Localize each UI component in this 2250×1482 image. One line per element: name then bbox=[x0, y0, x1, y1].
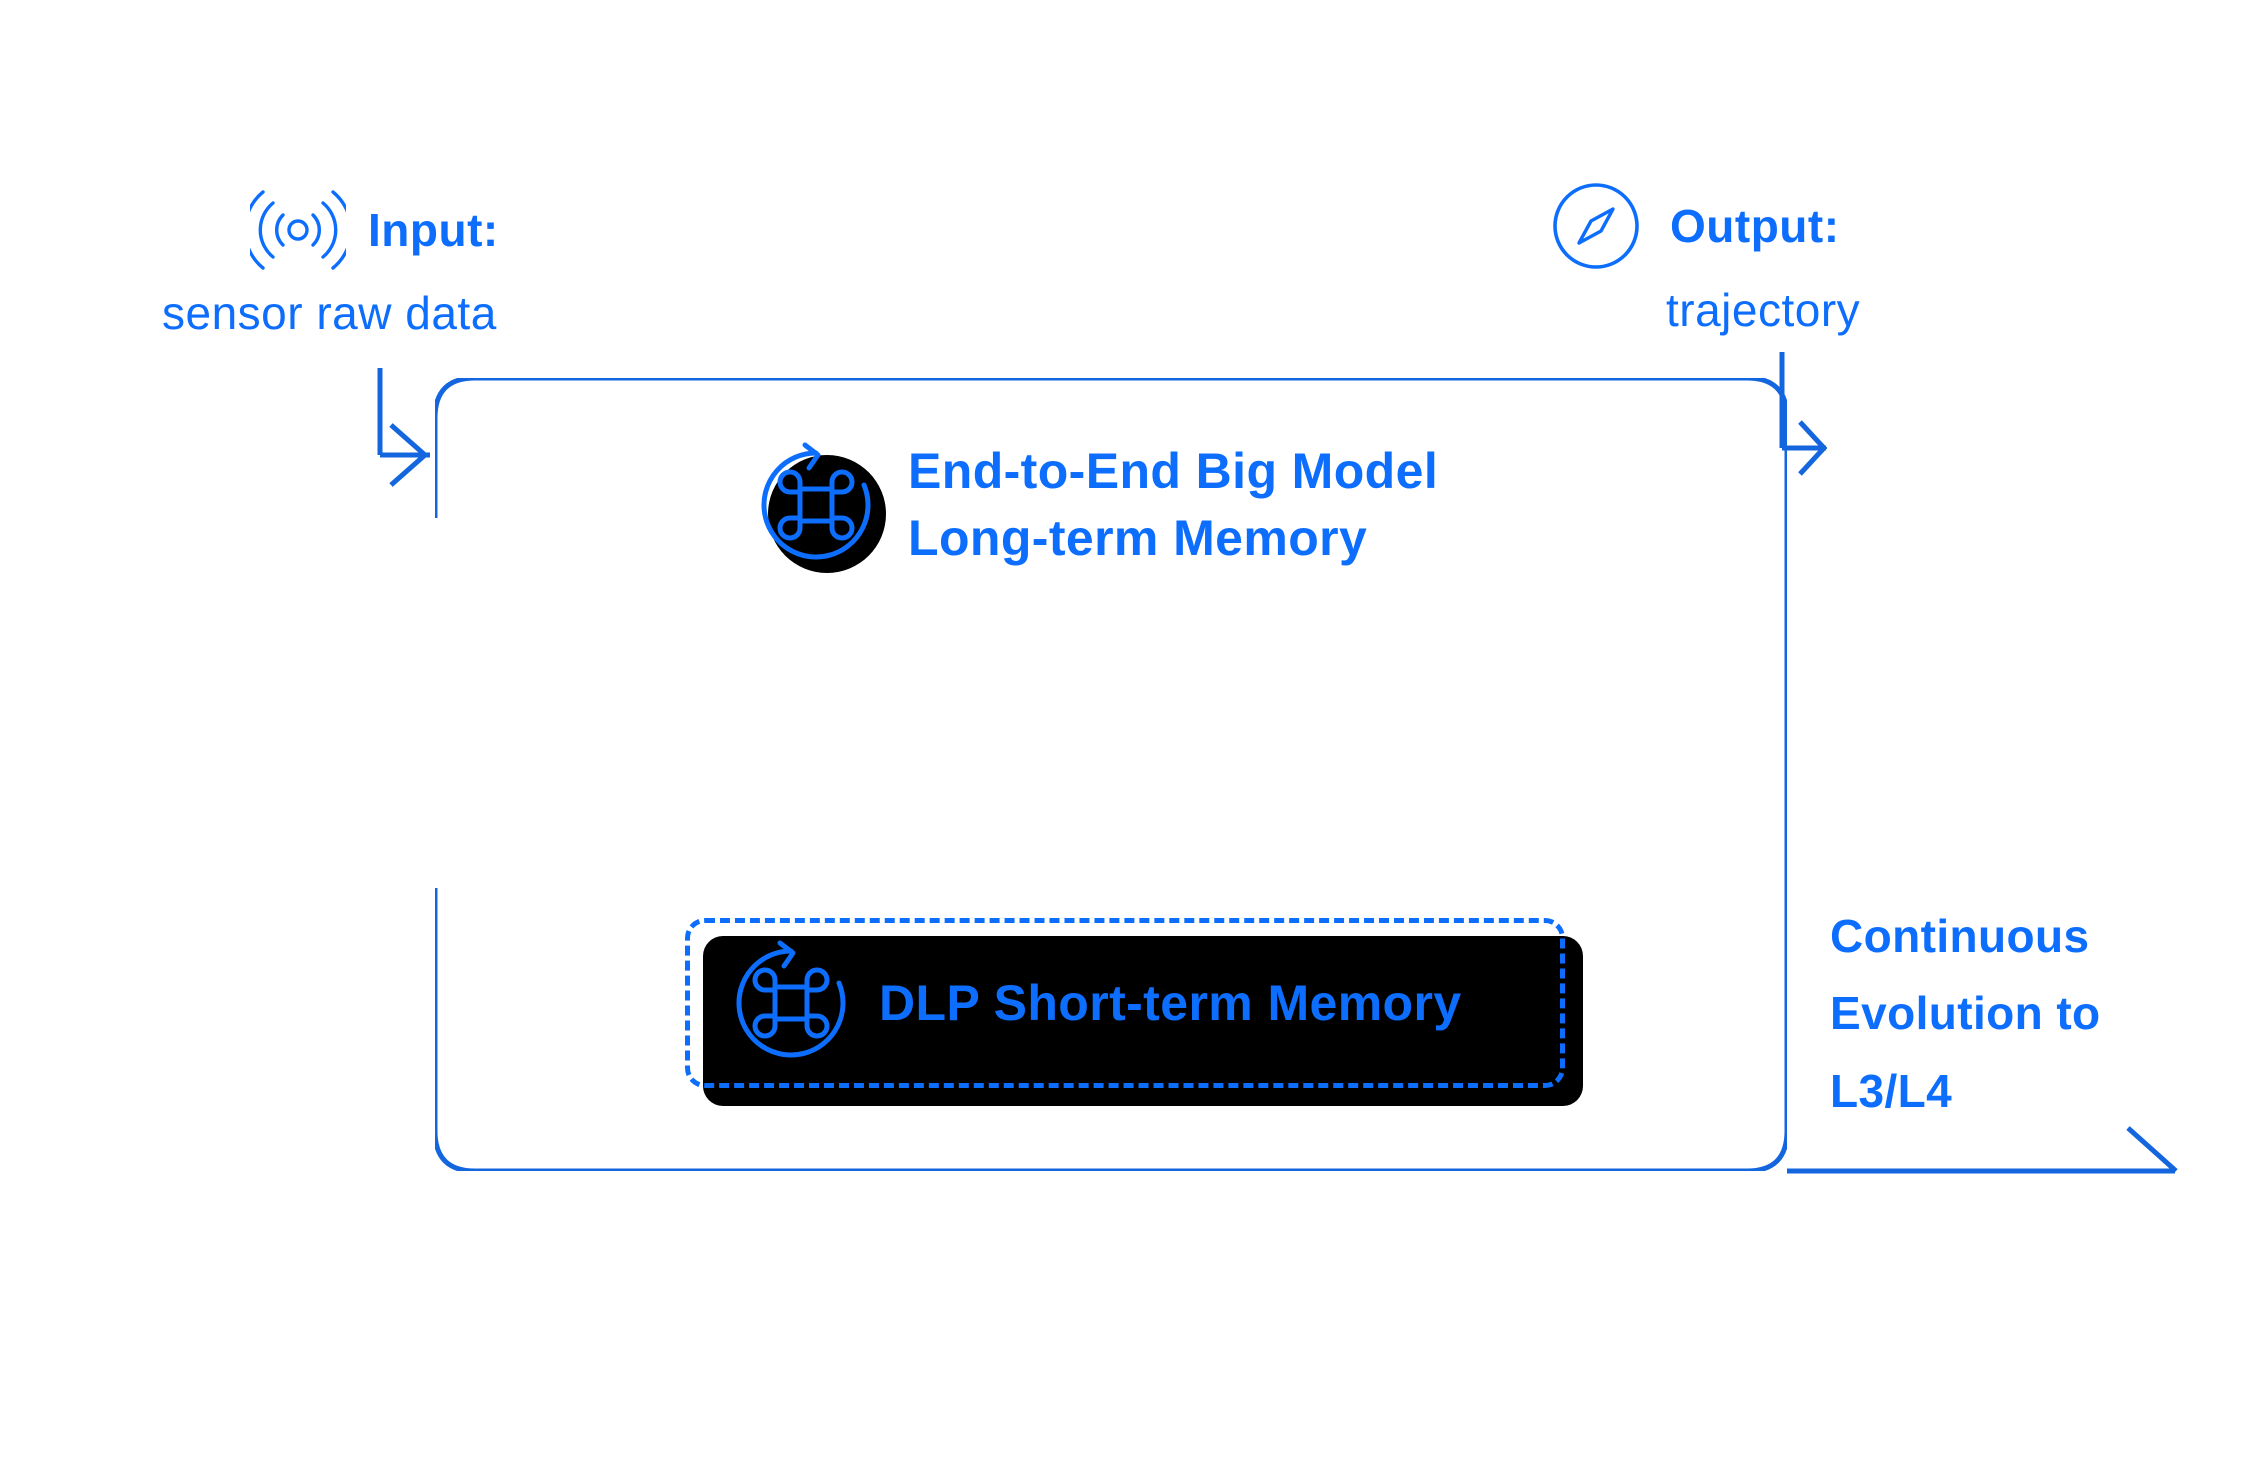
input-label-group: Input: sensor raw data bbox=[162, 185, 499, 341]
dlp-node-label: DLP Short-term Memory bbox=[879, 975, 1462, 1031]
model-node-line1: End-to-End Big Model bbox=[908, 443, 1439, 499]
signal-waves-icon bbox=[250, 190, 346, 270]
input-title-row: Input: bbox=[250, 185, 499, 275]
model-node-label: End-to-End Big Model Long-term Memory bbox=[908, 438, 1438, 572]
continuous-evolution-arrow bbox=[1787, 1126, 2178, 1174]
dlp-node-icon-wrap bbox=[727, 939, 861, 1071]
input-flow-arrow bbox=[377, 368, 430, 487]
output-label-group: Output: trajectory bbox=[1548, 178, 1860, 338]
evolution-line2: Evolution to bbox=[1830, 987, 2101, 1040]
evolution-line3: L3/L4 bbox=[1830, 1064, 1953, 1117]
output-title: Output: bbox=[1670, 199, 1840, 252]
system-boundary-box bbox=[435, 378, 1787, 1171]
command-loop-icon bbox=[736, 940, 846, 1058]
evolution-line1: Continuous bbox=[1830, 910, 2090, 962]
input-subtitle: sensor raw data bbox=[162, 287, 497, 339]
model-node-line2: Long-term Memory bbox=[908, 510, 1368, 566]
command-loop-icon bbox=[761, 442, 871, 560]
input-title: Input: bbox=[368, 203, 499, 256]
dlp-short-term-memory-card: DLP Short-term Memory bbox=[685, 918, 1583, 1106]
output-title-row: Output: bbox=[1548, 178, 1860, 274]
output-subtitle: trajectory bbox=[1666, 284, 1861, 336]
dlp-card-border bbox=[685, 918, 1565, 1088]
continuous-evolution-caption: Continuous Evolution to L3/L4 bbox=[1830, 898, 2101, 1130]
dlp-card-content: DLP Short-term Memory bbox=[685, 918, 1565, 1088]
compass-icon bbox=[1553, 183, 1639, 269]
end-to-end-model-node: End-to-End Big Model Long-term Memory bbox=[752, 438, 1438, 573]
model-node-icon-wrap bbox=[752, 441, 886, 573]
output-flow-arrow bbox=[1779, 352, 1828, 476]
